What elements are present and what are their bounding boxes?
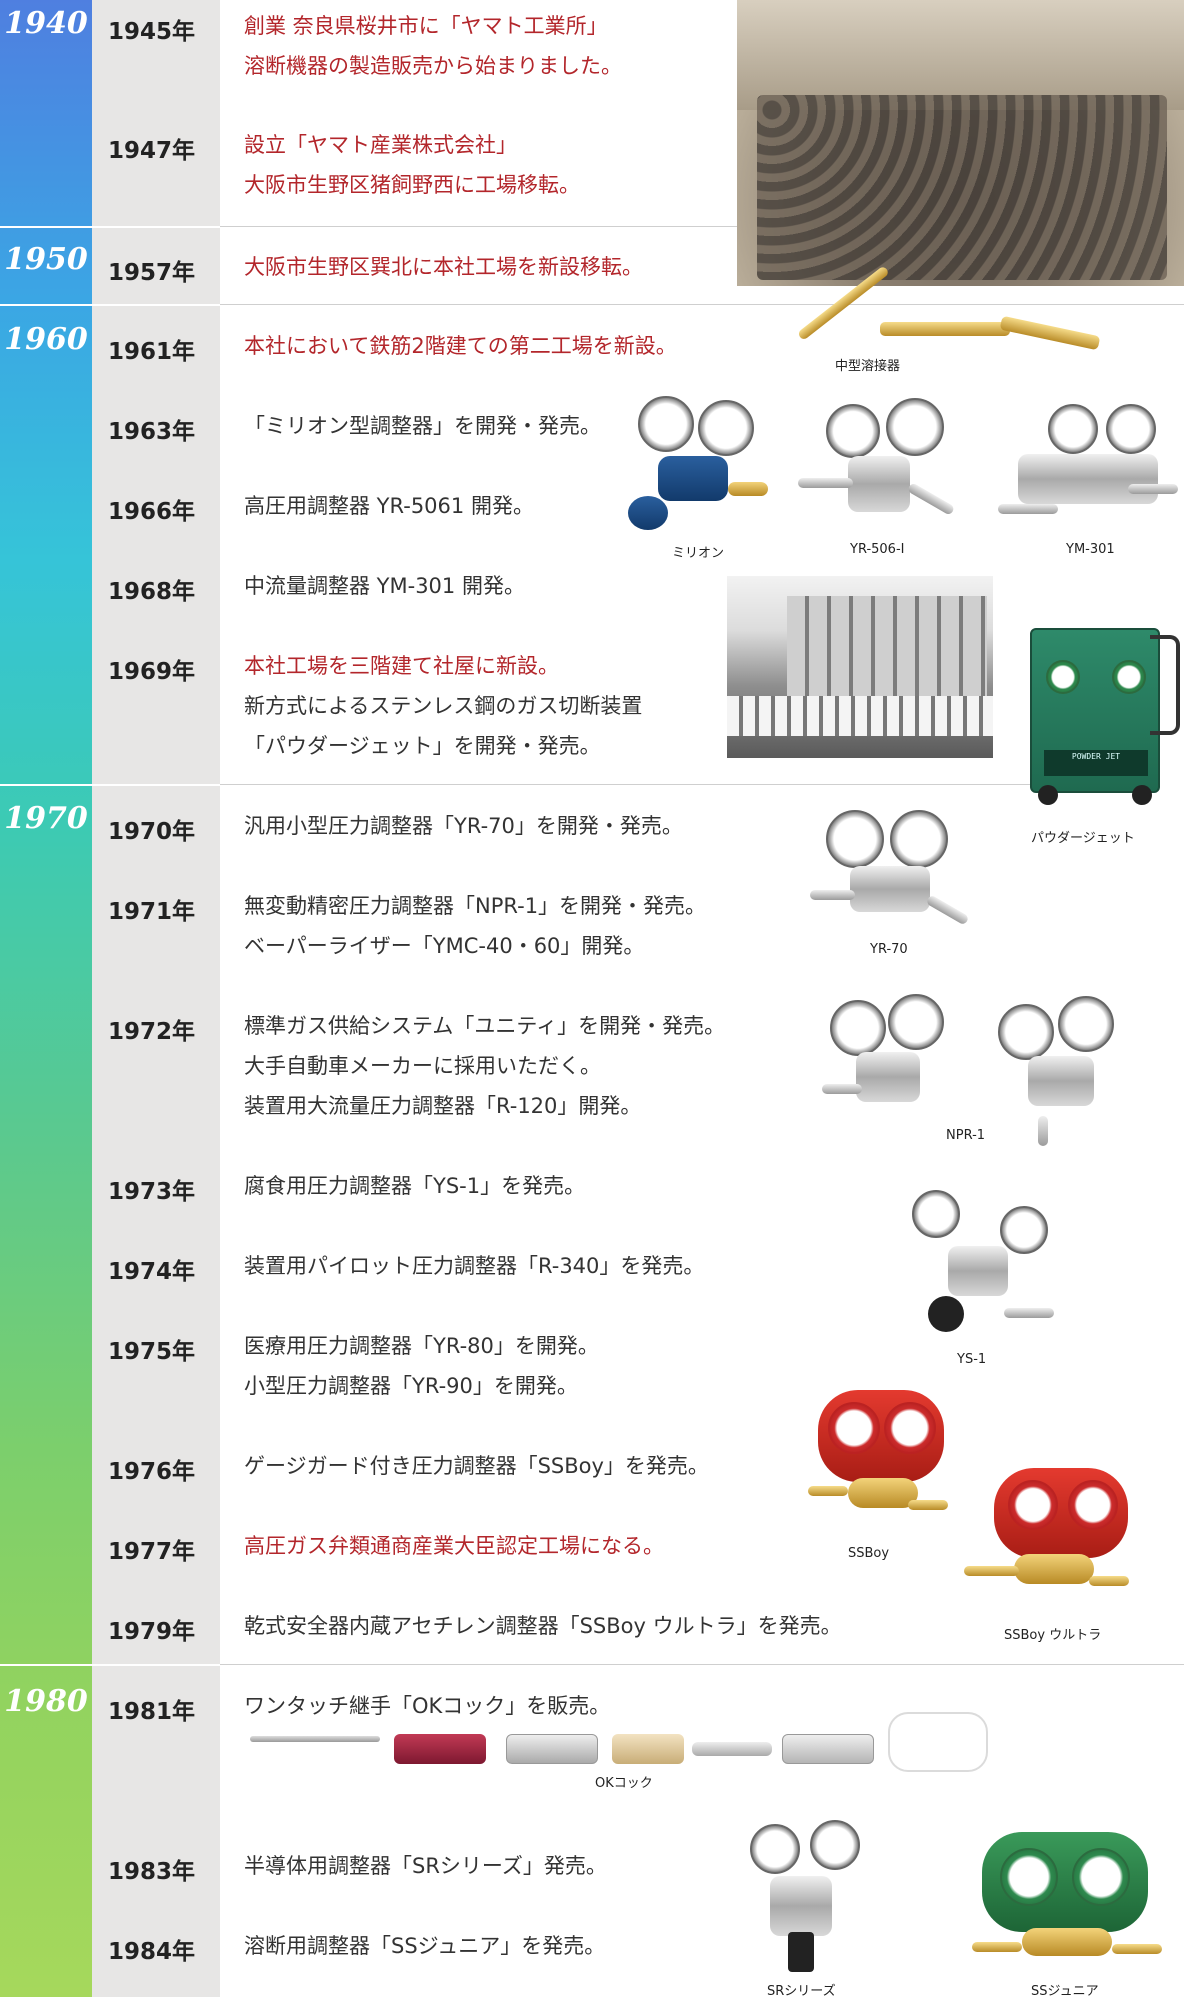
- caption-ss-junior: SSジュニア: [1031, 1984, 1099, 1997]
- decade-divider: [220, 304, 1184, 305]
- decade-label-1980: 1980: [4, 1684, 88, 1719]
- event-text: ワンタッチ継手「OKコック」を販売。: [244, 1694, 611, 1718]
- year-label: 1966年: [108, 499, 196, 525]
- year-label: 1969年: [108, 659, 196, 685]
- decade-divider: [0, 1664, 220, 1666]
- okcock-coupler-image: [506, 1734, 598, 1764]
- event-text: 大阪市生野区巽北に本社工場を新設移転。: [244, 255, 643, 279]
- decade-label-1970: 1970: [4, 801, 88, 836]
- year-label: 1981年: [108, 1699, 196, 1725]
- year-label: 1947年: [108, 138, 196, 164]
- year-label: 1984年: [108, 1939, 196, 1965]
- year-label: 1983年: [108, 1859, 196, 1885]
- year-label: 1979年: [108, 1619, 196, 1645]
- event-text: 高圧ガス弁類通商産業大臣認定工場になる。: [244, 1534, 664, 1558]
- caption-ys1: YS-1: [957, 1352, 987, 1367]
- caption-npr1: NPR-1: [946, 1128, 986, 1143]
- year-label: 1963年: [108, 419, 196, 445]
- okcock-regulator-outline-image: [888, 1712, 988, 1772]
- decade-label-1940: 1940: [4, 6, 88, 41]
- year-label: 1972年: [108, 1019, 196, 1045]
- caption-ym301: YM-301: [1066, 542, 1115, 557]
- ssboy-ultra-regulator-image: [964, 1468, 1134, 1608]
- ssboy-regulator-image: [808, 1390, 948, 1530]
- year-label: 1968年: [108, 579, 196, 605]
- caption-million: ミリオン: [672, 546, 725, 561]
- caption-ssboy-ultra: SSBoy ウルトラ: [1004, 1628, 1102, 1643]
- year-label: 1976年: [108, 1459, 196, 1485]
- year-label: 1945年: [108, 19, 196, 45]
- year-label: 1970年: [108, 819, 196, 845]
- decade-divider: [220, 1664, 1184, 1665]
- event-text: 医療用圧力調整器「YR-80」を開発。 小型圧力調整器「YR-90」を開発。: [244, 1334, 599, 1398]
- powder-jet-machine-image: POWDER JET: [1030, 628, 1180, 805]
- event-text: 「ミリオン型調整器」を開発・発売。: [244, 414, 601, 438]
- event-text: 汎用小型圧力調整器「YR-70」を開発・発売。: [244, 814, 683, 838]
- event-text: 中流量調整器 YM-301 開発。: [244, 574, 525, 598]
- sr-series-regulator-image: [740, 1820, 870, 1980]
- million-regulator-image: [628, 396, 778, 536]
- caption-medium-torch: 中型溶接器: [835, 359, 901, 374]
- ym301-regulator-image: [998, 404, 1178, 534]
- caption-okcock: OKコック: [595, 1776, 653, 1791]
- event-text: 腐食用圧力調整器「YS-1」を発売。: [244, 1174, 586, 1198]
- year-label: 1977年: [108, 1539, 196, 1565]
- decade-label-1950: 1950: [4, 242, 88, 277]
- caption-sr-series: SRシリーズ: [767, 1984, 836, 1997]
- yr506-regulator-image: [798, 398, 958, 538]
- event-text: 設立「ヤマト産業株式会社」 大阪市生野区猪飼野西に工場移転。: [244, 133, 580, 197]
- npr1-regulator-image: [998, 996, 1128, 1146]
- powder-jet-nameplate: POWDER JET: [1044, 750, 1148, 776]
- decade-divider: [220, 226, 737, 227]
- okcock-torch-image: [250, 1710, 385, 1770]
- event-text: 本社において鉄筋2階建ての第二工場を新設。: [244, 334, 677, 358]
- year-label: 1973年: [108, 1179, 196, 1205]
- caption-yr70: YR-70: [870, 942, 908, 957]
- decade-divider: [0, 226, 220, 228]
- factory-building-photo: [727, 576, 993, 758]
- event-text: 装置用パイロット圧力調整器「R-340」を発売。: [244, 1254, 705, 1278]
- event-text: 高圧用調整器 YR-5061 開発。: [244, 494, 534, 518]
- ss-junior-regulator-image: [972, 1832, 1162, 1972]
- event-text: ゲージガード付き圧力調整器「SSBoy」を発売。: [244, 1454, 709, 1478]
- caption-ssboy: SSBoy: [848, 1546, 890, 1561]
- event-text: 創業 奈良県桜井市に「ヤマト工業所」 溶断機器の製造販売から始まりました。: [244, 14, 622, 78]
- event-text: 標準ガス供給システム「ユニティ」を開発・発売。 大手自動車メーカーに採用いただく…: [244, 1014, 726, 1118]
- medium-torch-image: [796, 265, 1120, 372]
- event-text: 半導体用調整器「SRシリーズ」発売。: [244, 1854, 607, 1878]
- okcock-socket-image: [394, 1734, 486, 1764]
- okcock-plug-image: [612, 1734, 684, 1764]
- event-text: 無変動精密圧力調整器「NPR-1」を開発・発売。 ベーパーライザー「YMC-40…: [244, 894, 707, 958]
- year-label: 1961年: [108, 339, 196, 365]
- yr70-regulator-image: [810, 810, 970, 940]
- decade-label-1960: 1960: [4, 322, 88, 357]
- okcock-coupler-image: [782, 1734, 874, 1764]
- caption-powder-jet: パウダージェット: [1031, 831, 1135, 846]
- year-label: 1971年: [108, 899, 196, 925]
- decade-divider: [0, 304, 220, 306]
- decade-divider: [0, 784, 220, 786]
- event-text: 溶断用調整器「SSジュニア」を発売。: [244, 1934, 606, 1958]
- okcock-nipple-image: [692, 1742, 772, 1756]
- npr1-regulator-image: [822, 994, 962, 1124]
- ys1-regulator-image: [908, 1186, 1058, 1346]
- year-label: 1975年: [108, 1339, 196, 1365]
- caption-yr506: YR-506-I: [850, 542, 905, 557]
- decade-divider: [220, 784, 1030, 785]
- event-text: 本社工場を三階建て社屋に新設。 新方式によるステンレス鋼のガス切断装置 「パウダ…: [244, 654, 643, 758]
- founding-group-photo: [737, 0, 1184, 286]
- year-label: 1974年: [108, 1259, 196, 1285]
- event-text: 乾式安全器内蔵アセチレン調整器「SSBoy ウルトラ」を発売。: [244, 1614, 842, 1638]
- year-label: 1957年: [108, 260, 196, 286]
